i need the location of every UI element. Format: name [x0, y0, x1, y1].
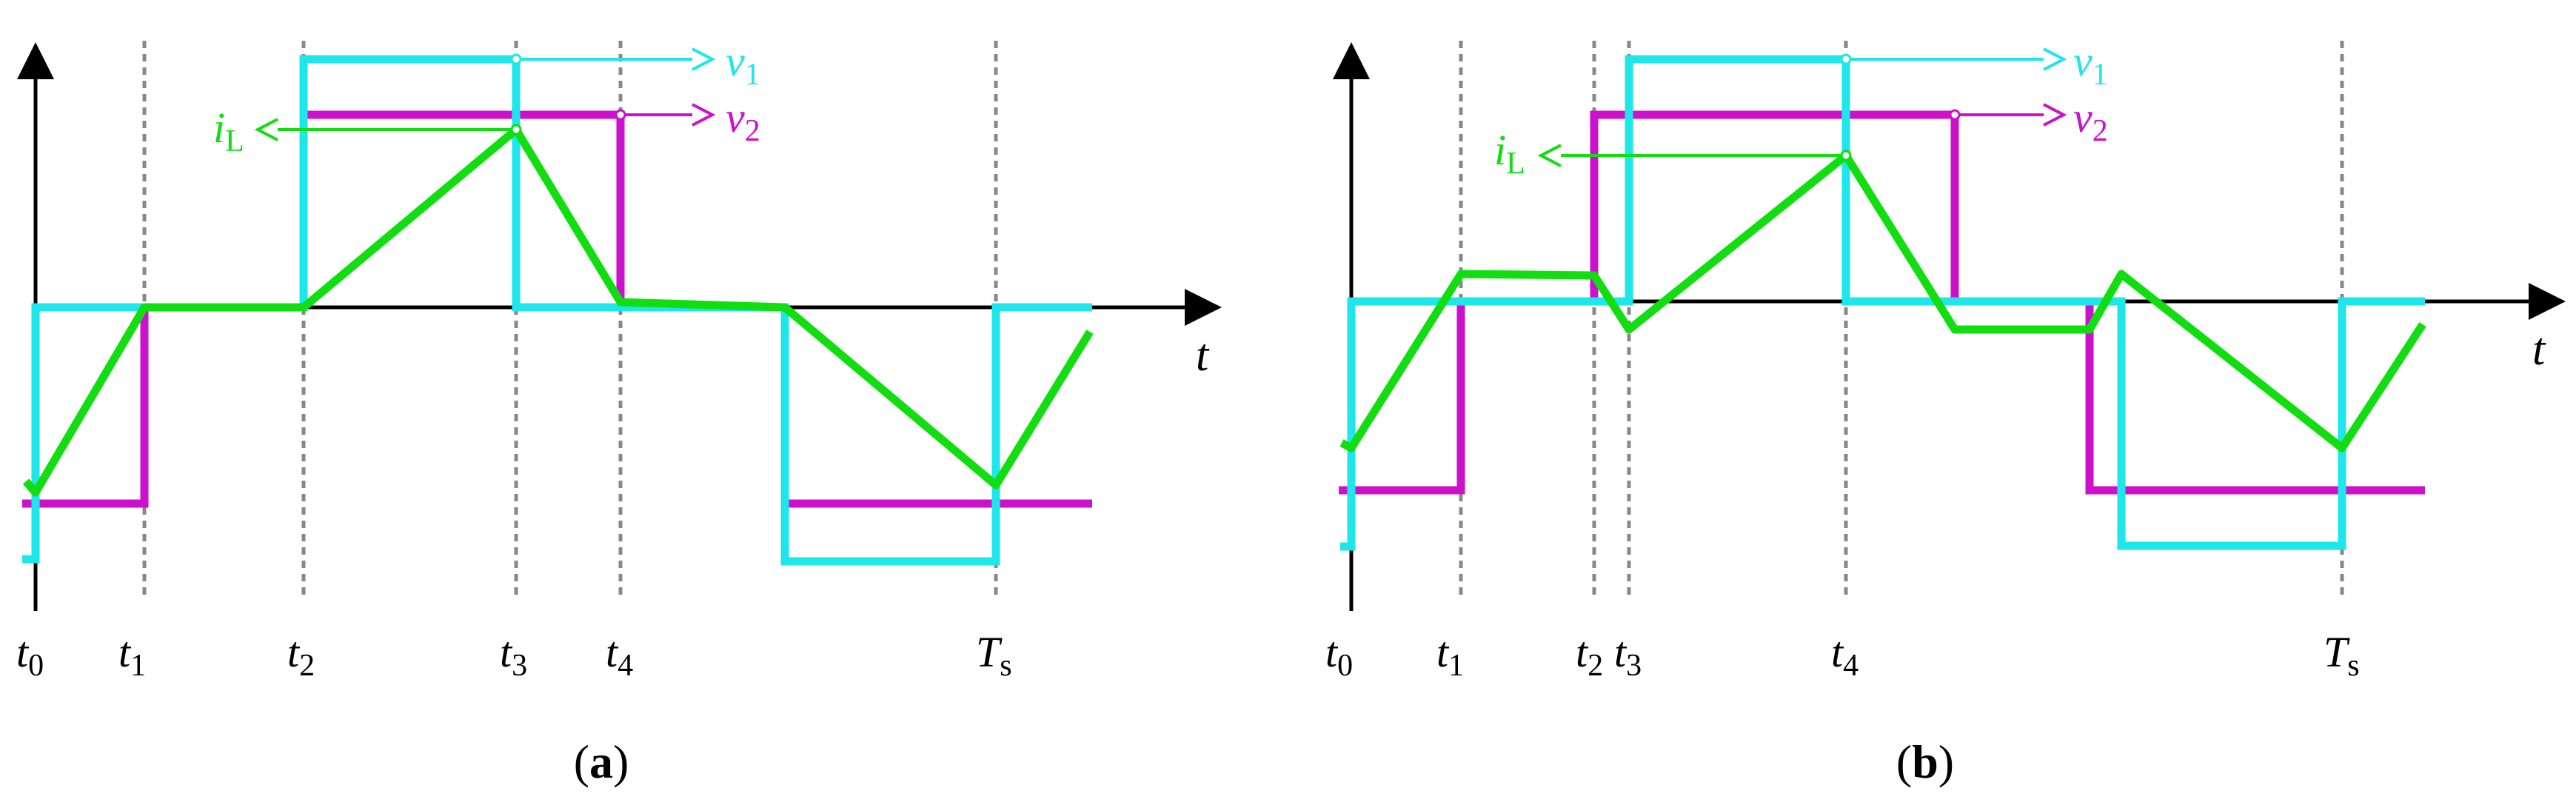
axis-label-t-b: t	[2532, 324, 2546, 375]
label-iL-a: iL	[213, 104, 244, 158]
tick-b-t1: t1	[1436, 628, 1464, 683]
label-v2-a: v2	[726, 93, 760, 148]
v2-trace-b	[1339, 110, 2425, 495]
label-v1-b: v1	[2073, 37, 2108, 92]
tick-a-t4: t4	[606, 628, 633, 683]
v1-trace-b	[1340, 55, 2425, 551]
axis-label-t-a: t	[1196, 330, 1210, 381]
panel-a-guides	[142, 41, 998, 600]
iL-indicator-a	[254, 118, 522, 141]
iL-indicator-b	[1537, 144, 1852, 167]
tick-a-t0: t0	[16, 628, 44, 683]
tick-a-t2: t2	[287, 628, 315, 683]
tick-b-t2: t2	[1576, 628, 1603, 683]
tick-b-t3: t3	[1614, 628, 1642, 683]
tick-b-Ts: Ts	[2324, 628, 2360, 683]
caption-a: (a)	[574, 735, 629, 788]
caption-b: (b)	[1896, 735, 1954, 788]
label-v2-b: v2	[2073, 93, 2108, 148]
v1-indicator-a	[510, 47, 716, 71]
tick-a-Ts: Ts	[976, 628, 1012, 683]
tick-a-t3: t3	[500, 628, 527, 683]
label-iL-b: iL	[1494, 126, 1525, 181]
v2-indicator-b	[1949, 103, 2067, 127]
tick-b-t0: t0	[1325, 628, 1353, 683]
v1-indicator-b	[1840, 47, 2067, 71]
tick-b-t4: t4	[1831, 628, 1859, 683]
tick-a-t1: t1	[118, 628, 146, 683]
label-v1-a: v1	[726, 37, 760, 92]
v2-indicator-a	[615, 103, 716, 127]
v1-trace-a	[22, 55, 1092, 566]
panel-b: v1 v2 iL t t0 t1 t2 t3 t4 Ts (b)	[1325, 37, 2566, 788]
panel-a: v1 v2 iL t t0 t1 t2 t3 t4 Ts (a)	[16, 37, 1222, 788]
